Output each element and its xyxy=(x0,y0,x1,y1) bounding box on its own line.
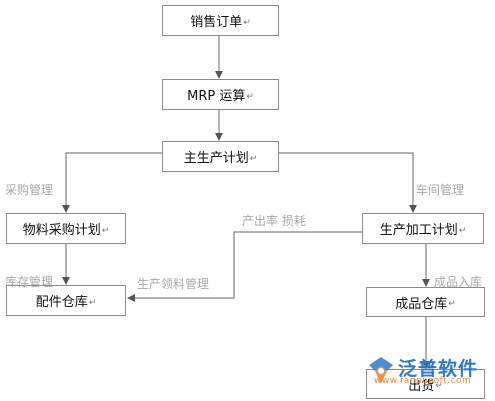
edge-label-output-loss: 产出率 损耗 xyxy=(242,214,306,228)
edge-label-inventory-mgmt: 库存管理 xyxy=(5,275,54,289)
paragraph-mark: ↵ xyxy=(101,225,110,236)
node-mrp: MRP 运算↵ xyxy=(162,79,279,110)
node-material-purchase-plan: 物料采购计划↵ xyxy=(6,213,126,244)
node-product-warehouse-label: 成品仓库 xyxy=(395,296,448,312)
node-production-plan-label: 生产加工计划 xyxy=(379,223,458,238)
connector-master-to-production xyxy=(278,152,417,213)
paragraph-mark: ↵ xyxy=(249,153,258,164)
paragraph-mark: ↵ xyxy=(88,297,97,308)
node-master-plan: 主生产计划↵ xyxy=(162,141,279,172)
fanpu-logo-icon xyxy=(369,357,393,384)
paragraph-mark: ↵ xyxy=(246,91,254,102)
node-shipping: 出货↵ xyxy=(366,369,485,399)
paragraph-mark: ↵ xyxy=(458,225,467,236)
node-parts-warehouse: 配件仓库↵ xyxy=(6,285,126,316)
node-shipping-label: 出货 xyxy=(408,378,435,394)
node-production-plan: 生产加工计划↵ xyxy=(362,213,484,244)
node-material-purchase-plan-label: 物料采购计划 xyxy=(22,223,101,238)
node-sales-order: 销售订单↵ xyxy=(162,5,279,36)
paragraph-mark: ↵ xyxy=(448,299,456,309)
edge-label-product-inbound: 成品入库 xyxy=(434,275,483,289)
paragraph-mark: ↵ xyxy=(435,381,443,391)
connector-production-to-parts xyxy=(127,231,362,302)
edge-label-material-issue-mgmt: 生产领料管理 xyxy=(137,277,210,291)
edge-label-workshop-mgmt: 车间管理 xyxy=(416,183,465,197)
logo-name: 泛普软件 xyxy=(398,358,479,380)
node-master-plan-label: 主生产计划 xyxy=(183,151,249,166)
paragraph-mark: ↵ xyxy=(243,17,251,28)
node-mrp-label: MRP 运算 xyxy=(187,89,246,104)
logo-url: www.fanpusoft.com xyxy=(374,376,472,386)
edge-label-purchase-mgmt: 采购管理 xyxy=(5,183,54,197)
node-product-warehouse: 成品仓库↵ xyxy=(366,287,485,317)
connector-master-to-purchase xyxy=(62,152,162,213)
node-sales-order-label: 销售订单 xyxy=(190,15,243,30)
node-parts-warehouse-label: 配件仓库 xyxy=(35,295,88,310)
